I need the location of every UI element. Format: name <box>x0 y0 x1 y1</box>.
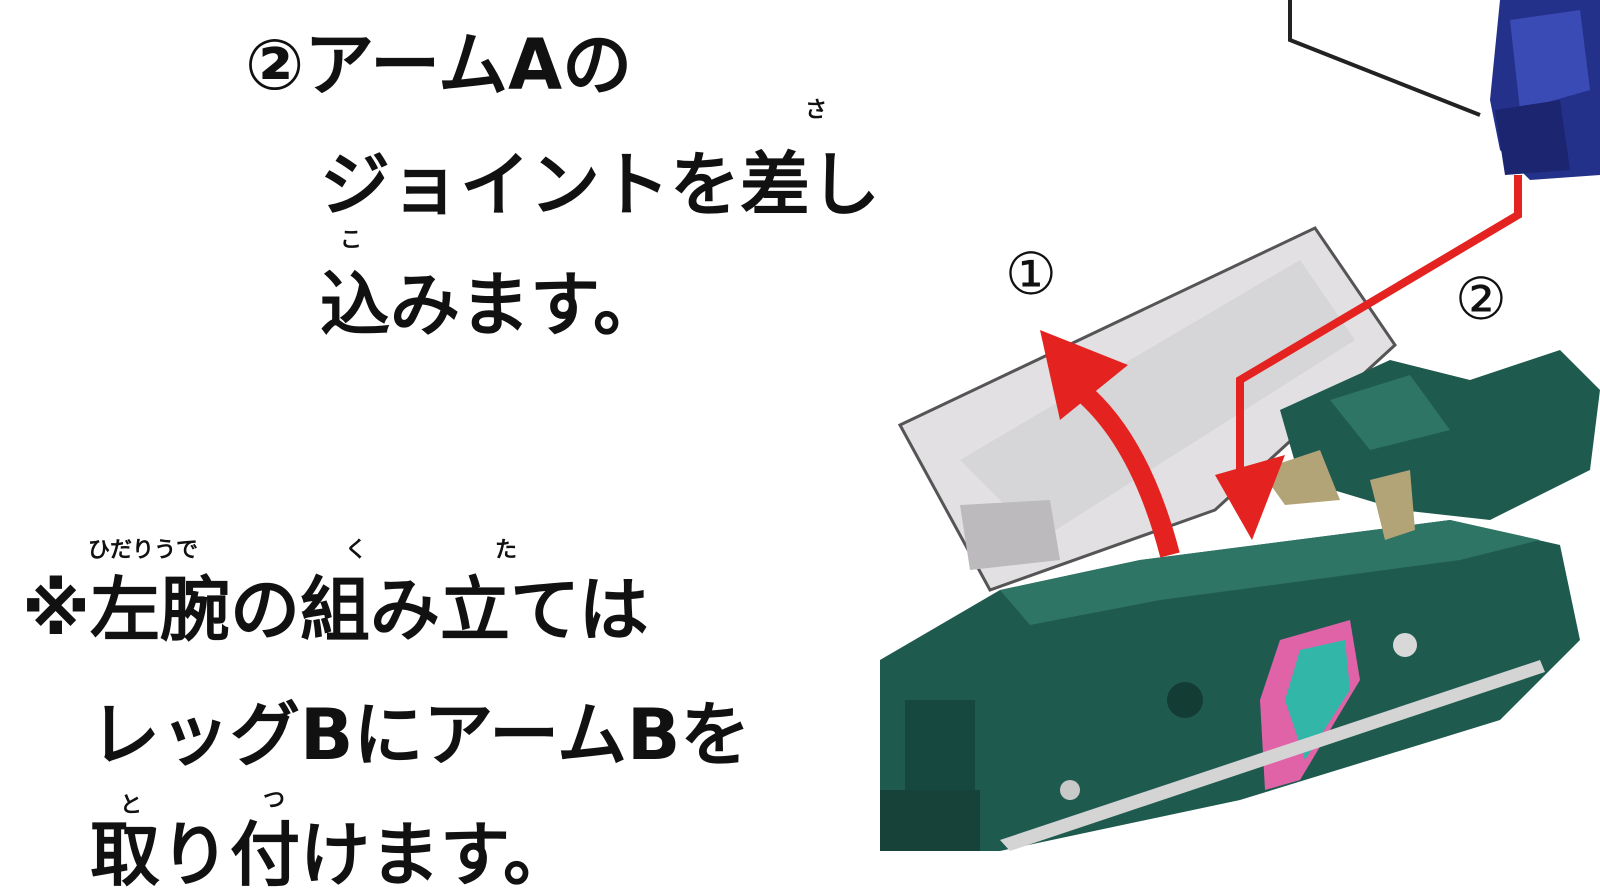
hinged-panel <box>897 226 1397 592</box>
step2-line2: ジョイントを差し <box>320 144 880 226</box>
arm-a-part <box>1490 0 1600 180</box>
ruby-ko: こ <box>340 228 363 253</box>
leader-line <box>1288 0 1481 117</box>
callout-2: ② <box>1455 265 1507 333</box>
step2-line1: ②アームAの <box>245 24 633 106</box>
ruby-to: と <box>120 793 143 818</box>
ruby-ta: た <box>495 538 518 563</box>
leg-b-body <box>880 350 1600 851</box>
toy-illustration <box>880 0 1600 851</box>
ruby-hidariude: ひだりうで <box>88 538 199 563</box>
ruby-ku: く <box>345 538 368 563</box>
ruby-tsu: つ <box>263 788 286 813</box>
callout-1: ① <box>1005 240 1057 308</box>
note-line2: レッグBにアームBを <box>90 694 751 776</box>
rotate-arrow-1 <box>1040 330 1180 558</box>
ruby-sa: さ <box>805 98 828 123</box>
note-line1: ※左腕の組み立ては <box>22 569 649 651</box>
insert-arrow-2 <box>1215 175 1522 540</box>
step2-line3: 込みます。 <box>320 264 663 346</box>
note-line3: 取り付けます。 <box>90 814 573 896</box>
